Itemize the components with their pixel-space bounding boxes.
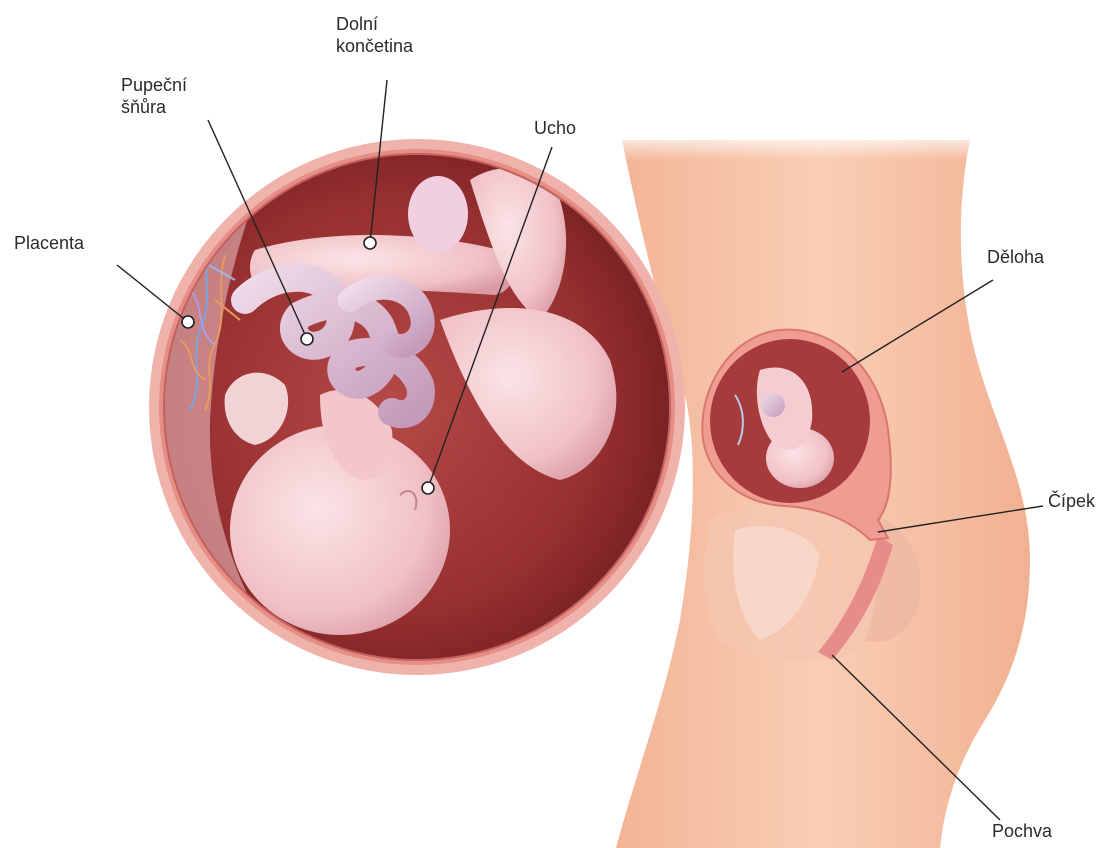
umbilical-cord-marker bbox=[301, 333, 313, 345]
label-vagina: Pochva bbox=[992, 820, 1052, 842]
ear-marker bbox=[422, 482, 434, 494]
label-placenta: Placenta bbox=[14, 232, 84, 254]
label-umbilical-cord-line2: šňůra bbox=[121, 96, 187, 118]
label-umbilical-cord: Pupeční šňůra bbox=[121, 74, 187, 118]
placenta-marker bbox=[182, 316, 194, 328]
label-cervix: Čípek bbox=[1048, 490, 1095, 512]
label-ear: Ucho bbox=[534, 117, 576, 139]
torso-fade bbox=[600, 130, 1050, 250]
lower-limb-marker bbox=[364, 237, 376, 249]
label-lower-limb-line1: Dolní bbox=[336, 13, 413, 35]
magnified-view bbox=[149, 139, 685, 675]
label-ear-text: Ucho bbox=[534, 117, 576, 139]
label-uterus-text: Děloha bbox=[987, 246, 1044, 268]
label-lower-limb-line2: končetina bbox=[336, 35, 413, 57]
label-placenta-text: Placenta bbox=[14, 232, 84, 254]
label-lower-limb: Dolní končetina bbox=[336, 13, 413, 57]
label-vagina-text: Pochva bbox=[992, 820, 1052, 842]
foot-top bbox=[408, 176, 468, 252]
label-cervix-text: Čípek bbox=[1048, 490, 1095, 512]
label-umbilical-cord-line1: Pupeční bbox=[121, 74, 187, 96]
label-uterus: Děloha bbox=[987, 246, 1044, 268]
